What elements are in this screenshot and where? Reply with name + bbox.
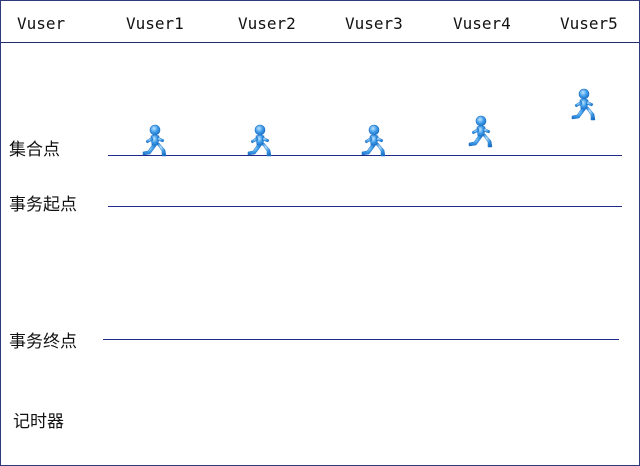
- running-person-icon: [361, 124, 386, 157]
- header-vuser5: Vuser5: [560, 14, 618, 33]
- header-vuser3: Vuser3: [345, 14, 403, 33]
- header-vuser1: Vuser1: [126, 14, 184, 33]
- running-person-icon: [247, 124, 272, 157]
- transaction-start-line: [108, 206, 622, 207]
- header-vuser: Vuser: [17, 14, 66, 33]
- rendezvous-line: [108, 155, 622, 156]
- label-timer: 记时器: [13, 412, 64, 432]
- label-rendezvous: 集合点: [9, 140, 60, 160]
- header-vuser2: Vuser2: [238, 14, 296, 33]
- header-vuser4: Vuser4: [453, 14, 511, 33]
- header-row: Vuser Vuser1 Vuser2 Vuser3 Vuser4 Vuser5: [1, 1, 639, 43]
- running-person-icon: [468, 115, 493, 148]
- label-transaction-start: 事务起点: [9, 195, 77, 215]
- running-person-icon: [571, 88, 596, 121]
- label-transaction-end: 事务终点: [9, 332, 77, 352]
- transaction-end-line: [103, 339, 619, 340]
- running-person-icon: [142, 124, 167, 157]
